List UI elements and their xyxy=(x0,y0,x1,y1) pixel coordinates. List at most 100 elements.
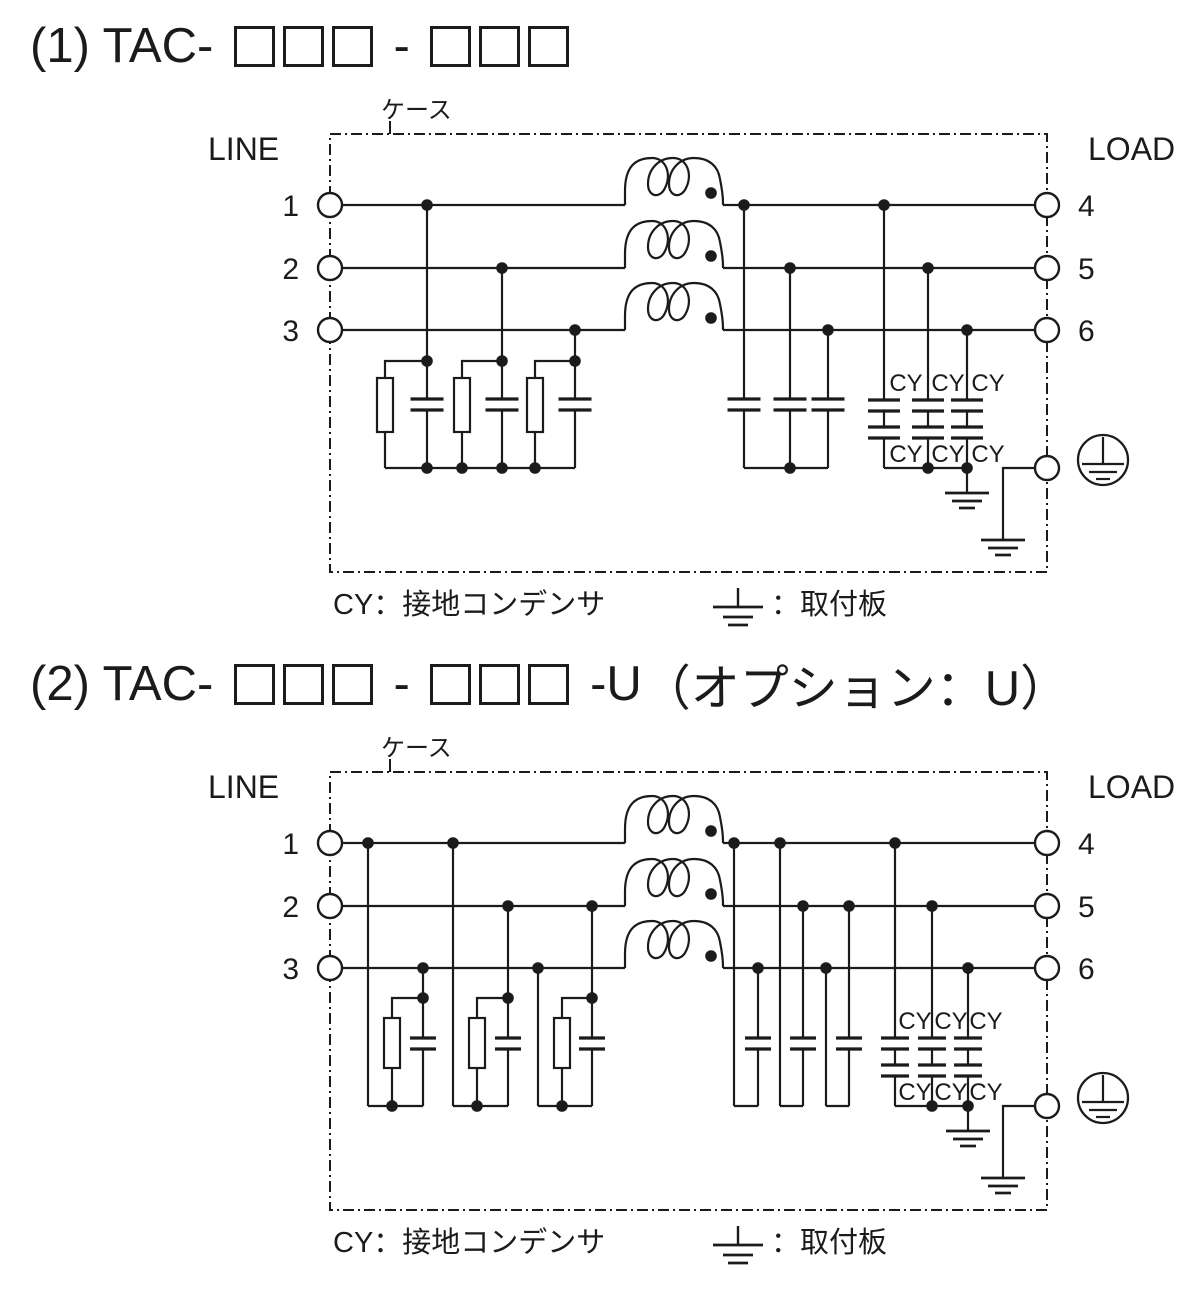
line-terminal-number: 1 xyxy=(282,828,299,861)
earth-terminal xyxy=(1033,454,1061,482)
wire xyxy=(560,996,592,1018)
case-outline xyxy=(329,133,1048,573)
line-terminal-number: 2 xyxy=(282,891,299,924)
winding-phase-dot xyxy=(705,187,717,199)
cy-label: CY xyxy=(971,441,1004,468)
cy-label: CY xyxy=(889,370,922,397)
load-terminal-number: 6 xyxy=(1078,953,1095,986)
load-terminal-6 xyxy=(1033,316,1061,344)
load-terminal-number: 5 xyxy=(1078,891,1095,924)
inductor-coil xyxy=(623,156,725,205)
model-code-box xyxy=(430,25,472,67)
winding-phase-dot xyxy=(705,312,717,324)
cy-label: CY xyxy=(969,1008,1002,1035)
earth-terminal-wire xyxy=(1001,466,1035,540)
model-code-box xyxy=(282,663,324,705)
junction-dot xyxy=(386,1100,398,1112)
case-label: ケース xyxy=(381,735,452,762)
inductor-coil xyxy=(623,857,725,906)
junction-dot xyxy=(926,1100,938,1112)
load-side-label: LOAD xyxy=(1088,769,1175,805)
inductor-coil xyxy=(623,281,725,330)
load-terminal-number: 4 xyxy=(1078,190,1095,223)
winding-phase-dot xyxy=(705,888,717,900)
title-text: - xyxy=(379,19,424,73)
model-code-boxes xyxy=(233,25,373,67)
cy-label: CY xyxy=(931,370,964,397)
case-label: ケース xyxy=(381,97,452,124)
model-code-box xyxy=(528,25,570,67)
cy-label: CY xyxy=(971,370,1004,397)
wire xyxy=(460,359,502,378)
resistor xyxy=(382,1016,402,1070)
junction-dot xyxy=(556,1100,568,1112)
title-text: (2) TAC- xyxy=(30,657,227,711)
winding-phase-dot xyxy=(705,825,717,837)
winding-phase-dot xyxy=(705,250,717,262)
resistor xyxy=(552,1016,572,1070)
model-code-box xyxy=(331,663,373,705)
cy-label: CY xyxy=(889,441,922,468)
model-code-box xyxy=(331,25,373,67)
load-terminal-number: 4 xyxy=(1078,828,1095,861)
line-terminal-2 xyxy=(316,892,344,920)
junction-dot xyxy=(922,462,934,474)
load-terminal-4 xyxy=(1033,829,1061,857)
cy-label: CY xyxy=(931,441,964,468)
model-code-box xyxy=(430,663,472,705)
wire xyxy=(475,996,508,1018)
line-terminal-1 xyxy=(316,829,344,857)
cy-label: CY xyxy=(969,1079,1002,1106)
legend-cy-definition: CY：接地コンデンサ xyxy=(333,1226,605,1259)
protective-earth-icon xyxy=(1076,433,1130,487)
resistor xyxy=(525,376,545,434)
junction-dot xyxy=(529,462,541,474)
model-code-box xyxy=(479,663,521,705)
wire xyxy=(390,996,423,1018)
wire xyxy=(533,359,575,378)
line-terminal-3 xyxy=(316,316,344,344)
line-terminal-number: 3 xyxy=(282,953,299,986)
model-code-boxes xyxy=(430,25,570,67)
earth-terminal xyxy=(1033,1092,1061,1120)
line-terminal-number: 2 xyxy=(282,253,299,286)
inductor-coil xyxy=(623,919,725,968)
load-terminal-number: 5 xyxy=(1078,253,1095,286)
line-terminal-number: 3 xyxy=(282,315,299,348)
title-text: （オプション：U） xyxy=(641,661,1070,716)
junction-dot xyxy=(471,1100,483,1112)
title-text: -U xyxy=(576,657,642,711)
legend-plate-definition: ：取付板 xyxy=(771,588,887,621)
model-code-boxes xyxy=(233,663,373,705)
junction-dot xyxy=(496,462,508,474)
model-title-1: (1) TAC- - xyxy=(30,19,576,73)
load-side-label: LOAD xyxy=(1088,131,1175,167)
load-terminal-5 xyxy=(1033,254,1061,282)
case-outline xyxy=(329,771,1048,1211)
line-terminal-2 xyxy=(316,254,344,282)
junction-dot xyxy=(421,462,433,474)
title-text: - xyxy=(379,657,424,711)
cy-label: CY xyxy=(898,1079,931,1106)
junction-dot xyxy=(784,462,796,474)
legend-plate-definition: ：取付板 xyxy=(771,1226,887,1259)
inductor-coil xyxy=(623,794,725,843)
model-code-box xyxy=(282,25,324,67)
resistor xyxy=(452,376,472,434)
load-terminal-number: 6 xyxy=(1078,315,1095,348)
line-terminal-3 xyxy=(316,954,344,982)
cy-label: CY xyxy=(934,1008,967,1035)
line-terminal-number: 1 xyxy=(282,190,299,223)
line-terminal-1 xyxy=(316,191,344,219)
model-code-boxes xyxy=(430,663,570,705)
model-title-2: (2) TAC- - -U（オプション：U） xyxy=(30,657,1069,716)
junction-dot xyxy=(456,462,468,474)
inductor-coil xyxy=(623,219,725,268)
resistor xyxy=(375,376,395,434)
earth-terminal-wire xyxy=(1001,1104,1035,1178)
protective-earth-icon xyxy=(1076,1071,1130,1125)
load-terminal-4 xyxy=(1033,191,1061,219)
load-terminal-6 xyxy=(1033,954,1061,982)
model-code-box xyxy=(479,25,521,67)
